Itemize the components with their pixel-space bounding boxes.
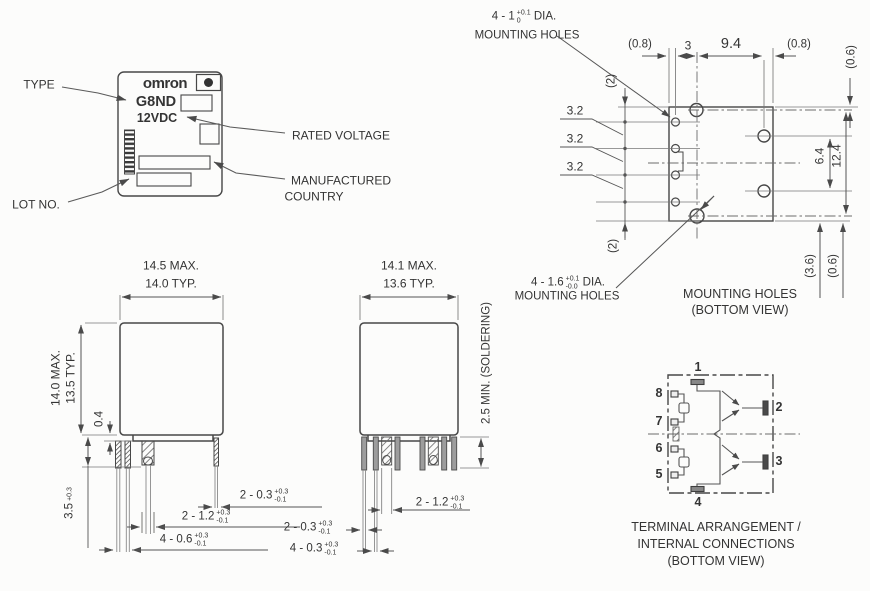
manufactured-country-label-line2: COUNTRY (284, 189, 344, 204)
dim-0-8-left: (0.8) (628, 38, 652, 51)
dim-0-8-right: (0.8) (787, 38, 811, 51)
front-pin-0-3-dim-a: 2 - 0.3+0.3-0.1 (283, 520, 333, 536)
side-pin-1-2-dim: 2 - 1.2+0.3-0.1 (181, 509, 231, 525)
terminal-5: 5 (655, 467, 663, 482)
dim-3-2-a: 3.2 (566, 103, 584, 118)
terminal-8: 8 (655, 386, 663, 401)
brand-logo-text: omron (142, 74, 188, 92)
type-label: TYPE (23, 77, 55, 92)
large-hole-dia-note: 4 - 1.6+0.1-0.0 DIA. (530, 275, 606, 291)
dim-0-6-bottom: (0.6) (827, 254, 840, 278)
dim-12-4: 12.4 (829, 144, 844, 168)
terminal-6: 6 (655, 441, 663, 456)
small-hole-note-line2: MOUNTING HOLES (474, 29, 580, 42)
front-width-max: 14.1 MAX. (380, 258, 438, 273)
side-pin-0-6-dim: 4 - 0.6+0.3-0.1 (159, 532, 209, 548)
dim-3-6: (3.6) (804, 254, 817, 278)
dim-3-5: 3.5+0.3 (63, 487, 76, 519)
dim-9-4: 9.4 (720, 36, 742, 53)
side-width-typ: 14.0 TYP. (145, 276, 197, 291)
dim-2-top: (2) (605, 73, 618, 89)
dim-2-bottom: (2) (607, 238, 620, 254)
side-pin-0-3-dim: 2 - 0.3+0.3-0.1 (239, 488, 289, 504)
label-view-drawing (61, 71, 286, 203)
side-view-drawing (78, 294, 322, 553)
terminal-caption-line2: INTERNAL CONNECTIONS (637, 537, 795, 552)
dim-3-2-b: 3.2 (566, 131, 584, 146)
terminal-2: 2 (775, 400, 783, 415)
terminal-diagram-drawing (648, 374, 800, 494)
manufactured-country-label-line1: MANUFACTURED (290, 173, 392, 188)
front-pin-0-3-dim-b: 4 - 0.3+0.3-0.1 (289, 541, 339, 557)
terminal-caption-line1: TERMINAL ARRANGEMENT / (631, 520, 801, 535)
front-view-drawing (346, 294, 489, 554)
dim-3-2-c: 3.2 (566, 159, 584, 174)
dim-0-6-top: (0.6) (845, 45, 858, 69)
mounting-caption-line1: MOUNTING HOLES (683, 287, 797, 302)
terminal-caption-line3: (BOTTOM VIEW) (667, 554, 765, 569)
side-width-max: 14.5 MAX. (142, 258, 200, 273)
dim-6-4: 6.4 (812, 147, 827, 165)
soldering-note: 2.5 MIN. (SOLDERING) (480, 301, 493, 425)
mounting-caption-line2: (BOTTOM VIEW) (691, 303, 789, 318)
terminal-1: 1 (694, 360, 702, 375)
side-height-max: 14.0 MAX. (48, 349, 63, 407)
large-hole-note-line2: MOUNTING HOLES (514, 290, 620, 303)
side-height-typ: 13.5 TYP. (63, 352, 78, 404)
terminal-4: 4 (694, 495, 702, 510)
front-pin-1-2-dim: 2 - 1.2+0.3-0.1 (415, 495, 465, 511)
terminal-3: 3 (775, 454, 783, 469)
lot-no-label: LOT NO. (12, 197, 60, 212)
dim-0-4: 0.4 (93, 411, 106, 427)
front-width-typ: 13.6 TYP. (383, 276, 435, 291)
model-text: G8ND (135, 94, 177, 111)
voltage-text: 12VDC (136, 111, 178, 126)
dim-3: 3 (684, 38, 692, 53)
terminal-7: 7 (655, 414, 663, 429)
mounting-holes-drawing (556, 35, 858, 298)
rated-voltage-label: RATED VOLTAGE (291, 128, 391, 143)
